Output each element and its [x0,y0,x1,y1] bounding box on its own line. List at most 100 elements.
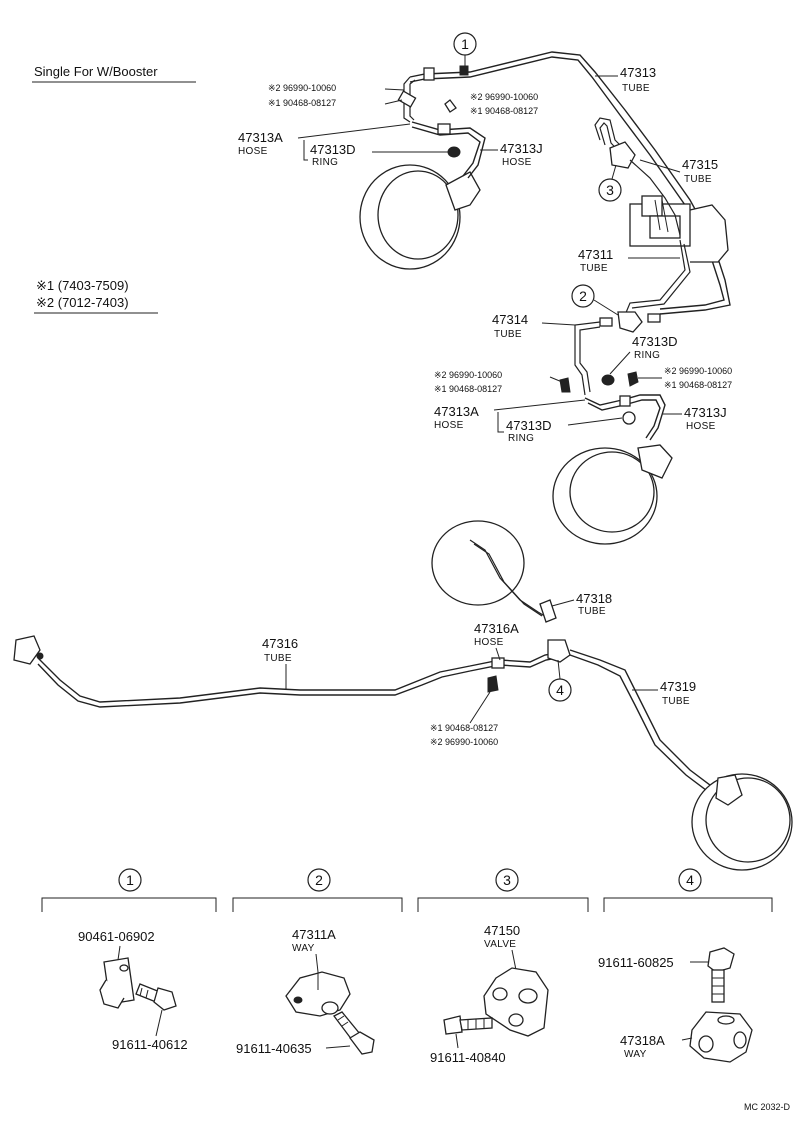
label-47316a: 47316A [474,621,519,636]
label-47316: 47316 [262,636,298,651]
label-47311: 47311 [578,247,613,262]
label-47316-sub: TUBE [264,653,292,664]
bracket-47318 [539,599,557,623]
front-left-brake-drum [359,164,481,270]
label-47313-sub: TUBE [622,83,650,94]
label-47313j-mid: 47313J [684,405,727,420]
way-2 [617,311,643,333]
clip-mid-right [627,371,639,387]
label-bl-a1: ※1 90468-08127 [430,723,498,733]
label-tl-a1: ※2 96990-10060 [268,83,336,93]
tube-47314 [574,321,601,396]
tube-47315 [594,117,631,156]
label-tl-b2: ※1 90468-08127 [470,106,538,116]
tube-joint-top [423,67,435,81]
hose-joint-mid [619,395,631,407]
detail-2-bolt [333,1011,375,1055]
detail-1-part-a: 90461-06902 [78,929,155,944]
tube-47319 [569,649,726,796]
clamp-1-top [459,65,469,76]
svg-text:4: 4 [686,872,694,888]
valve-3 [609,141,636,169]
label-47313a-top-sub: HOSE [238,146,268,157]
tube-47318 [473,543,543,617]
detail-3-part-a-sub: VALVE [484,939,516,950]
detail-2-part-a: 47311A [292,927,336,942]
callout-1: 1 [453,32,477,66]
callout-3: 3 [598,164,622,202]
label-ml-a1: ※2 96990-10060 [434,370,502,380]
label-ml-a2: ※1 90468-08127 [434,384,502,394]
svg-text:3: 3 [606,182,614,198]
label-tl-b1: ※2 96990-10060 [470,92,538,102]
serial-2: ※2 (7012-7403) [36,295,129,310]
hose-47313a-mid [584,394,666,441]
detail-2-part-a-sub: WAY [292,943,315,954]
label-47316a-sub: HOSE [474,637,504,648]
svg-text:2: 2 [579,288,587,304]
label-mr-a1: ※2 96990-10060 [664,366,732,376]
label-47313d-top-sub: RING [312,157,338,168]
detail-1-clamp [99,957,135,1009]
svg-text:3: 3 [503,872,511,888]
label-47315-sub: TUBE [684,174,712,185]
tube-47311 [629,159,681,236]
detail-3-part-b: 91611-40840 [430,1050,506,1065]
svg-text:1: 1 [461,36,469,52]
clip-top-mid [444,99,457,113]
label-47313d-mid2-sub: RING [508,433,534,444]
label-47313d-top: 47313D [310,142,356,157]
ring-47313d-mid [601,374,615,386]
detail-1-bolt [135,983,177,1011]
svg-text:2: 2 [315,872,323,888]
detail-3-part-a: 47150 [484,923,520,938]
label-47318-sub: TUBE [578,606,606,617]
tube-47313 [409,51,731,315]
label-47313j-top-sub: HOSE [502,157,532,168]
joint-way-2-left [599,317,613,327]
label-47319-sub: TUBE [662,696,690,707]
label-47314-sub: TUBE [494,329,522,340]
detail-callout-1: 1 [118,868,142,892]
hose-joint-top [437,123,451,135]
label-47313: 47313 [620,65,656,80]
label-47315: 47315 [682,157,718,172]
hose-47313a-top [411,121,486,179]
detail-4-bolt [707,947,735,1003]
label-47314: 47314 [492,312,528,327]
clip-rear [487,675,499,693]
label-tl-a2: ※1 90468-08127 [268,98,336,108]
label-47313d-mid: 47313D [632,334,678,349]
detail-3-valve [483,967,549,1037]
detail-callout-4: 4 [678,868,702,892]
rear-left-wheel-cylinder [13,635,41,665]
callout-2: 2 [571,284,619,316]
rear-right-brake-drum [691,773,793,871]
label-mr-a2: ※1 90468-08127 [664,380,732,390]
detail-2-way [285,971,351,1017]
detail-brackets [41,897,773,912]
label-47313d-mid-sub: RING [634,350,660,361]
hose-joint-rear [491,657,505,669]
serial-1: ※1 (7403-7509) [36,278,129,293]
footer-code: MC 2032-D [744,1102,791,1112]
joint-way-2-right [647,313,661,323]
label-47313a-top: 47313A [238,130,283,145]
front-right-brake-drum [552,444,673,545]
detail-3-bolt [443,1015,493,1035]
label-47318: 47318 [576,591,612,606]
label-47311-sub: TUBE [580,263,608,274]
label-47313a-mid: 47313A [434,404,479,419]
tube-47316 [37,657,471,703]
detail-1-part-b: 91611-40612 [112,1037,188,1052]
svg-text:4: 4 [556,682,564,698]
svg-text:1: 1 [126,872,134,888]
detail-2-part-b: 91611-40635 [236,1041,312,1056]
detail-4-part-a: 91611-60825 [598,955,674,970]
ring-47313d-mid2 [622,411,636,425]
detail-callout-3: 3 [495,868,519,892]
clip-mid-left [559,377,571,393]
clip-top-left [397,90,417,108]
master-cylinder-booster [629,195,729,263]
